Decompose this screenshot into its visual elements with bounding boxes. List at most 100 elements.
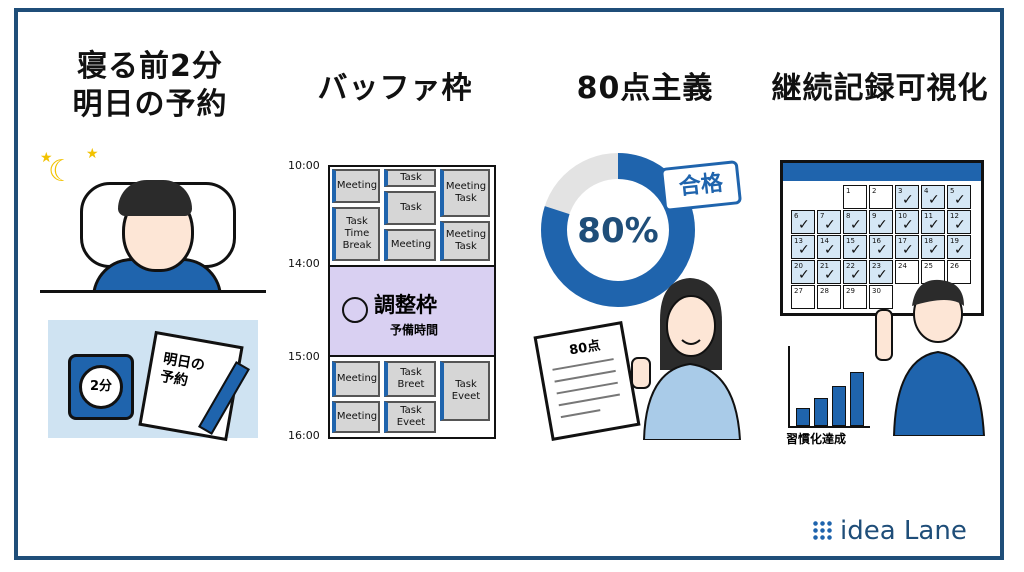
- panel2-schedule: 10:00 14:00 15:00 16:00 Meeting Task Mee…: [288, 155, 508, 450]
- calendar-day: 15✓: [843, 235, 867, 259]
- brand-logo: idea Lane: [812, 516, 967, 546]
- calendar-day: 9✓: [869, 210, 893, 234]
- check-icon: ✓: [824, 242, 836, 258]
- star-icon: ★: [86, 146, 99, 162]
- calendar-day: 21✓: [817, 260, 841, 284]
- panel1-title: 寝る前2分 明日の予約: [40, 48, 260, 124]
- time-tick: 14:00: [288, 257, 320, 270]
- check-icon: ✓: [798, 267, 810, 283]
- calendar-day: 16✓: [869, 235, 893, 259]
- paper-score: 80点: [568, 338, 602, 359]
- panel1-illustration: ☾ ★ ★ 2分 明日の 予約: [40, 140, 266, 442]
- logo-text: idea Lane: [840, 516, 967, 546]
- panel3-illustration: 80% 合格 80点: [530, 140, 760, 442]
- check-icon: ✓: [928, 217, 940, 233]
- calendar-day: 8✓: [843, 210, 867, 234]
- calendar-day: 14✓: [817, 235, 841, 259]
- calendar-day: 26: [947, 260, 971, 284]
- calendar-day: 18✓: [921, 235, 945, 259]
- calendar-day: 4✓: [921, 185, 945, 209]
- check-icon: ✓: [876, 242, 888, 258]
- schedule-block: Meeting Task: [440, 169, 490, 217]
- schedule-block: Task Eveet: [384, 401, 436, 433]
- pass-badge: 合格: [659, 160, 743, 212]
- calendar-day: 5✓: [947, 185, 971, 209]
- schedule-block: Task: [384, 191, 436, 225]
- calendar-day: 24: [895, 260, 919, 284]
- panel1-title-line2: 明日の予約: [72, 87, 228, 122]
- check-icon: ✓: [876, 267, 888, 283]
- chart-label: 習慣化達成: [786, 432, 847, 446]
- buffer-slot: 調整枠 予備時間: [330, 265, 494, 357]
- score-paper: 80点: [533, 320, 641, 442]
- check-icon: ✓: [954, 242, 966, 258]
- check-icon: ✓: [954, 217, 966, 233]
- schedule-block: Task Eveet: [440, 361, 490, 421]
- panel2-title: バッファ枠: [317, 71, 473, 106]
- check-icon: ✓: [902, 242, 914, 258]
- chart-bar: [796, 408, 810, 426]
- schedule-block: Meeting: [332, 401, 380, 433]
- schedule-block: Task Time Break: [332, 207, 380, 261]
- buffer-subtitle: 予備時間: [390, 323, 439, 337]
- calendar-day: 7✓: [817, 210, 841, 234]
- percent-label: 80%: [577, 211, 658, 251]
- check-icon: ✓: [876, 217, 888, 233]
- calendar-day: 28: [817, 285, 841, 309]
- schedule-block: Task: [384, 169, 436, 187]
- calendar-day: 2: [869, 185, 893, 209]
- calendar-day: 29: [843, 285, 867, 309]
- check-icon: ✓: [798, 217, 810, 233]
- check-icon: ✓: [798, 242, 810, 258]
- schedule-block: Meeting: [332, 169, 380, 203]
- calendar-day: 3✓: [895, 185, 919, 209]
- chart-bar: [814, 398, 828, 426]
- man-pointing: [875, 279, 986, 436]
- calendar-day: 10✓: [895, 210, 919, 234]
- time-tick: 10:00: [288, 159, 320, 172]
- star-icon: ★: [40, 150, 53, 166]
- check-icon: ✓: [954, 192, 966, 208]
- schedule-block: Meeting: [332, 361, 380, 397]
- schedule-block: Task Breet: [384, 361, 436, 397]
- chart-bar: [832, 386, 846, 426]
- schedule-block: Meeting: [384, 229, 436, 261]
- growth-chart: [788, 346, 870, 428]
- alarm-clock-icon: 2分: [68, 354, 134, 420]
- sleeper-hair: [118, 180, 192, 216]
- progress-donut: 80%: [541, 153, 695, 307]
- calendar-day: 12✓: [947, 210, 971, 234]
- clock-label: 2分: [79, 365, 123, 409]
- panel3-title: 80点主義: [576, 71, 714, 106]
- buffer-title: 調整枠: [374, 293, 437, 317]
- check-icon: ✓: [902, 192, 914, 208]
- check-icon: ✓: [928, 192, 940, 208]
- time-tick: 15:00: [288, 350, 320, 363]
- calendar-day: 23✓: [869, 260, 893, 284]
- check-icon: ✓: [850, 217, 862, 233]
- moon-icon: ☾: [48, 154, 75, 189]
- check-icon: ✓: [824, 267, 836, 283]
- time-tick: 16:00: [288, 429, 320, 442]
- check-icon: ✓: [850, 242, 862, 258]
- calendar-day: 6✓: [791, 210, 815, 234]
- calendar-day: 22✓: [843, 260, 867, 284]
- check-icon: ✓: [850, 267, 862, 283]
- check-icon: ✓: [824, 217, 836, 233]
- calendar-day: 1: [843, 185, 867, 209]
- logo-dots-icon: [812, 520, 834, 542]
- panel4-title: 継続記録可視化: [771, 71, 989, 106]
- schedule-grid: Meeting Task Meeting Task Task Task Time…: [328, 165, 496, 439]
- calendar-day: 30: [869, 285, 893, 309]
- calendar-day: 27: [791, 285, 815, 309]
- calendar-day: 13✓: [791, 235, 815, 259]
- calendar-day: 11✓: [921, 210, 945, 234]
- panel1-title-line1: 寝る前2分: [77, 49, 223, 84]
- chart-bar: [850, 372, 864, 426]
- calendar-day: 17✓: [895, 235, 919, 259]
- schedule-block: Meeting Task: [440, 221, 490, 261]
- woman-thumbs-up: [631, 278, 742, 440]
- calendar-header: [783, 163, 981, 181]
